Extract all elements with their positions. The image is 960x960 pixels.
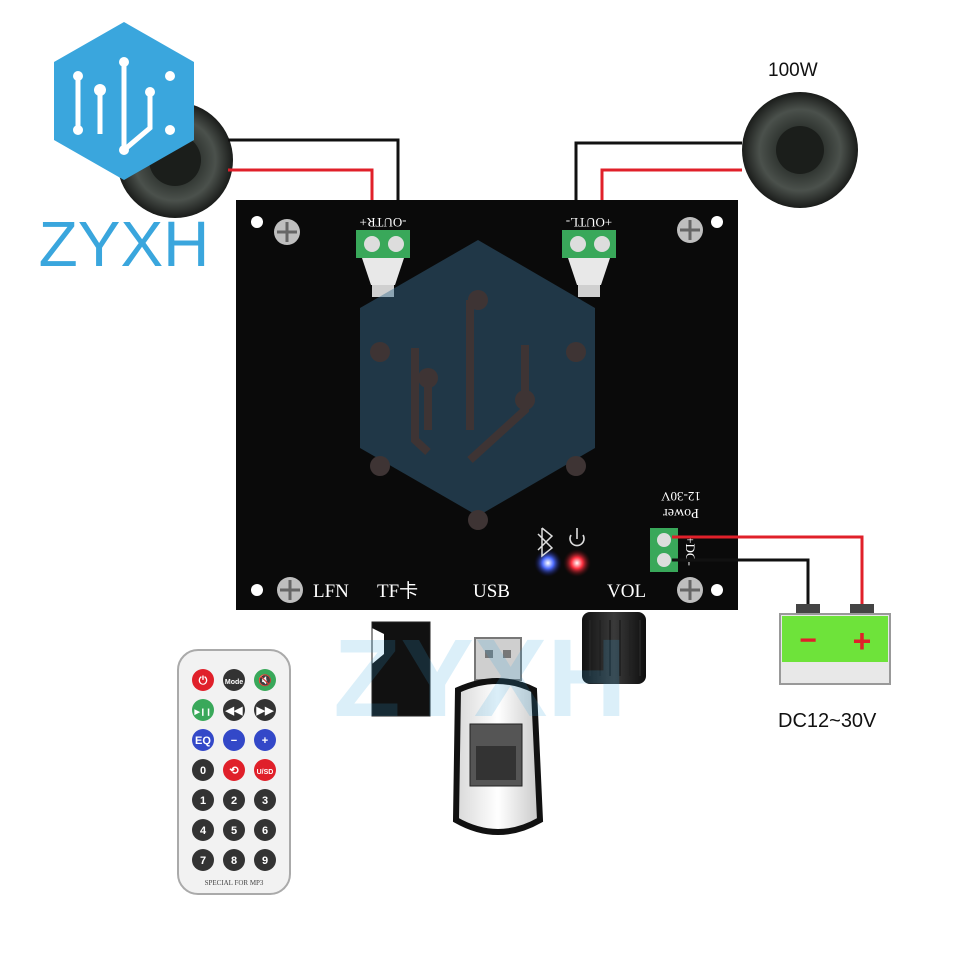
terminal-power-input: [650, 528, 678, 572]
remote-button[interactable]: [254, 849, 276, 871]
power-led: [563, 549, 591, 577]
remote-button-label: 4: [200, 825, 207, 837]
mount-hole: [251, 584, 263, 596]
remote-button[interactable]: [192, 699, 214, 721]
screw-icon: [274, 219, 300, 245]
port-label-tf: TF卡: [377, 580, 418, 602]
bluetooth-icon: [537, 527, 554, 558]
tf-card: [371, 621, 431, 717]
remote-button-label: 8: [231, 855, 237, 867]
remote-footer: SPECIAL FOR MP3: [205, 879, 264, 887]
brand-name: ZYXH: [39, 208, 210, 280]
remote-button[interactable]: [192, 759, 214, 781]
port-label-vol: VOL: [607, 581, 646, 602]
speaker-power-label: 100W: [768, 60, 818, 81]
remote-button-label: ⟲: [229, 765, 239, 777]
mount-hole: [711, 584, 723, 596]
battery-minus: −: [799, 624, 817, 657]
terminal-right-label: +OUTL-: [566, 215, 612, 230]
remote-button[interactable]: [223, 759, 245, 781]
amplifier-board: [236, 200, 738, 610]
remote-button-label: ▶▶: [256, 705, 274, 717]
remote-button-label: ⏻: [199, 674, 208, 687]
mount-hole: [251, 216, 263, 228]
port-label-lfn: LFN: [313, 581, 349, 602]
remote-button-label: 2: [231, 795, 237, 807]
screw-icon: [677, 577, 703, 603]
terminal-left-label: -OUTR+: [359, 215, 406, 230]
remote-button-label: 6: [262, 825, 268, 837]
port-label-usb: USB: [473, 581, 510, 602]
remote-button[interactable]: [192, 789, 214, 811]
battery-plus: +: [853, 623, 872, 659]
remote-button-label: +: [262, 735, 268, 747]
remote-button-label: ▶❙❙: [193, 708, 211, 716]
remote-button-label: 9: [262, 855, 268, 867]
mount-hole: [711, 216, 723, 228]
remote-button[interactable]: [223, 819, 245, 841]
bluetooth-led: [534, 549, 562, 577]
battery: [779, 604, 891, 685]
volume-knob[interactable]: [582, 612, 646, 684]
remote-button-grid: ⏻ Mode 🔇 ▶❙❙ ◀◀ ▶▶ EQ − +0 ⟲ U/SD 1 2 3 4 5 6 7 8 9: [192, 669, 276, 871]
remote-button-label: U/SD: [257, 769, 274, 776]
remote-button-label: Mode: [225, 679, 243, 686]
terminal-left-output: [356, 230, 410, 297]
remote-button-label: 🔇: [258, 674, 272, 687]
remote-button[interactable]: [223, 729, 245, 751]
remote-button-label: 0: [200, 765, 206, 777]
remote-button[interactable]: [254, 699, 276, 721]
remote-button[interactable]: [223, 849, 245, 871]
remote-button[interactable]: [192, 849, 214, 871]
remote-button[interactable]: [192, 729, 214, 751]
right-speaker: [742, 92, 858, 208]
remote-button-label: 7: [200, 855, 206, 867]
remote-button[interactable]: [223, 669, 245, 691]
battery-label: DC12~30V: [778, 710, 877, 732]
remote-button[interactable]: [254, 789, 276, 811]
watermark-text: ZYXH: [333, 617, 626, 740]
brand-logo: [54, 22, 194, 180]
remote-button[interactable]: [192, 819, 214, 841]
watermark-logo: [360, 240, 595, 530]
remote-button[interactable]: [192, 669, 214, 691]
remote-button-label: ◀◀: [225, 705, 243, 717]
remote-button[interactable]: [254, 729, 276, 751]
power-label: Power: [663, 505, 699, 520]
remote-button-label: EQ: [195, 735, 211, 747]
screw-icon: [277, 577, 303, 603]
usb-drive: [452, 637, 544, 835]
remote-button[interactable]: [223, 699, 245, 721]
terminal-right-output: [562, 230, 616, 297]
remote-button[interactable]: [254, 819, 276, 841]
power-icon: [569, 528, 585, 547]
power-wires: [672, 535, 864, 612]
screw-icon: [677, 217, 703, 243]
remote-button[interactable]: [254, 759, 276, 781]
remote-button-label: 3: [262, 795, 268, 807]
remote-button-label: 5: [231, 825, 237, 837]
remote-button-label: 1: [200, 795, 206, 807]
power-voltage-label: 12-30V: [661, 489, 701, 504]
remote-button-label: −: [231, 735, 237, 747]
remote-button[interactable]: [254, 669, 276, 691]
power-terminal-label: +DC-: [683, 536, 698, 566]
remote-button[interactable]: [223, 789, 245, 811]
